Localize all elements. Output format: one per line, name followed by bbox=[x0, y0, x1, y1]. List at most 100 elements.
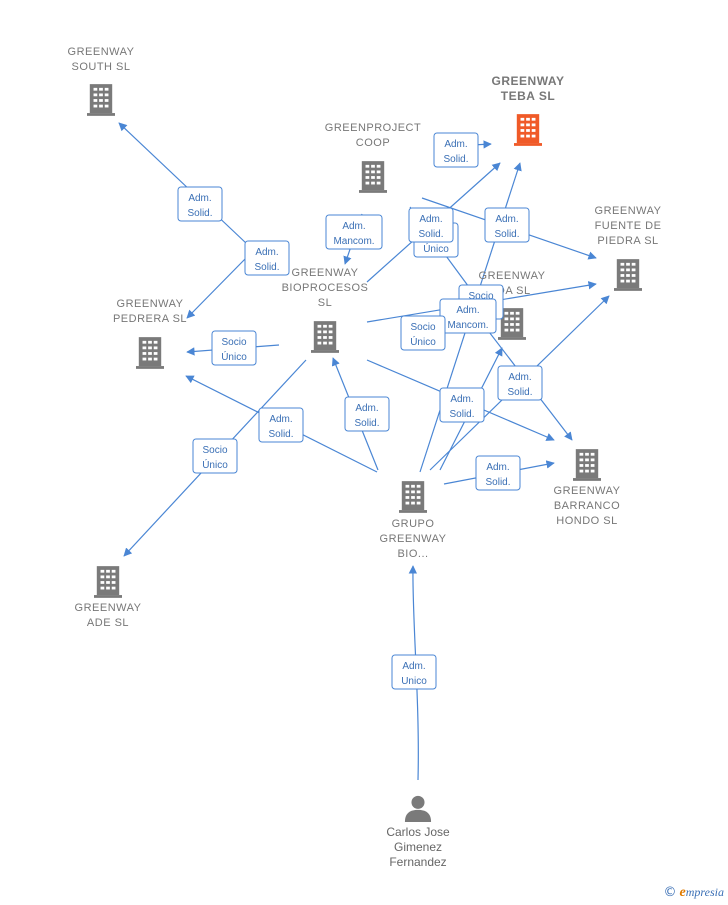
node-label-line: GREENWAY bbox=[479, 270, 546, 282]
badge-label: Adm. bbox=[269, 414, 292, 425]
badge-label: Solid. bbox=[494, 229, 519, 240]
node-label-line: GREENWAY bbox=[595, 205, 662, 217]
node-label-line: SOUTH SL bbox=[71, 61, 130, 73]
relationship-badge[interactable]: Adm.Mancom. bbox=[439, 298, 497, 334]
node-label-line: GREENWAY bbox=[68, 46, 135, 58]
node-pedrera[interactable]: GREENWAY PEDRERA SL bbox=[113, 298, 187, 369]
edge-arrow bbox=[186, 256, 248, 319]
badge-label: Único bbox=[423, 242, 449, 255]
building-icon bbox=[514, 114, 542, 146]
badge-label: Solid. bbox=[254, 262, 279, 273]
relationship-badge[interactable]: Adm. Solid. bbox=[177, 186, 223, 222]
relationship-badge[interactable]: Adm.Solid. bbox=[497, 365, 543, 401]
badge-label: Solid. bbox=[187, 208, 212, 219]
badge-box bbox=[258, 407, 304, 443]
relationship-badges: Adm.Solid.Adm.Solid.Adm.Solid.Adm.Mancom… bbox=[177, 132, 543, 690]
relationship-badge[interactable]: Adm. Solid. bbox=[344, 396, 390, 432]
building-icon bbox=[311, 321, 339, 353]
badge-box bbox=[344, 396, 390, 432]
badge-label: Único bbox=[202, 458, 228, 471]
relationship-badge[interactable]: Adm. Solid. bbox=[433, 132, 479, 168]
badge-label: Adm. bbox=[188, 193, 211, 204]
relationship-badge[interactable]: Adm.Mancom. bbox=[325, 214, 383, 250]
node-coop[interactable]: GREENPROJECT COOP bbox=[325, 122, 421, 193]
node-label-line: GREENWAY bbox=[117, 298, 184, 310]
badge-label: Solid. bbox=[449, 409, 474, 420]
badge-label: Solid. bbox=[507, 387, 532, 398]
empresia-watermark: ©empresia bbox=[664, 885, 724, 901]
building-icon bbox=[136, 337, 164, 369]
badge-label: Solid. bbox=[354, 418, 379, 429]
badge-label: Único bbox=[221, 350, 247, 363]
node-label-line: BIOPROCESOS bbox=[282, 282, 369, 294]
badge-box bbox=[400, 315, 446, 351]
edge-arrow bbox=[118, 122, 248, 245]
badge-label: Mancom. bbox=[333, 236, 374, 247]
badge-box bbox=[408, 207, 454, 243]
building-icon bbox=[573, 449, 601, 481]
badge-box bbox=[433, 132, 479, 168]
badge-label: Adm. bbox=[355, 403, 378, 414]
node-label-line: GREENWAY bbox=[492, 74, 565, 88]
building-icon bbox=[399, 481, 427, 513]
badge-box bbox=[211, 330, 257, 366]
badge-label: Único bbox=[410, 335, 436, 348]
relationship-badge[interactable]: Adm. Solid. bbox=[475, 455, 521, 491]
badge-box bbox=[475, 455, 521, 491]
node-label-line: FUENTE DE bbox=[595, 220, 662, 232]
relationship-badge[interactable]: Adm. Solid. bbox=[408, 207, 454, 243]
badge-box bbox=[177, 186, 223, 222]
badge-label: Adm. bbox=[419, 214, 442, 225]
copyright-icon: © bbox=[663, 885, 677, 900]
badge-label: Solid. bbox=[443, 154, 468, 165]
node-label-line: COOP bbox=[356, 137, 390, 149]
badge-label: Unico bbox=[401, 676, 427, 687]
node-label-line: GREENPROJECT bbox=[325, 122, 421, 134]
node-label-line: Fernandez bbox=[389, 855, 446, 869]
badge-label: Adm. bbox=[402, 661, 425, 672]
badge-label: Adm. bbox=[486, 462, 509, 473]
node-label-line: TEBA SL bbox=[501, 89, 555, 103]
badge-box bbox=[192, 438, 238, 474]
node-label-line: Carlos Jose bbox=[386, 825, 450, 839]
relationship-badge[interactable]: Adm. Solid. bbox=[439, 387, 485, 423]
relationship-badge[interactable]: Adm.Solid. bbox=[244, 240, 290, 276]
node-label-line: Gimenez bbox=[394, 840, 442, 854]
badge-label: Solid. bbox=[268, 429, 293, 440]
relationship-badge[interactable]: Adm. Solid. bbox=[258, 407, 304, 443]
badge-box bbox=[497, 365, 543, 401]
node-label-line: HONDO SL bbox=[556, 515, 617, 527]
node-label-line: BIO... bbox=[397, 548, 428, 560]
badge-label: Socio bbox=[221, 337, 246, 348]
building-icon bbox=[87, 84, 115, 116]
badge-label: Socio bbox=[202, 445, 227, 456]
badge-label: Adm. bbox=[450, 394, 473, 405]
node-label-line: GREENWAY bbox=[554, 485, 621, 497]
person-icon bbox=[404, 795, 432, 822]
brand-name: mpresia bbox=[685, 885, 724, 899]
node-label-line: GRUPO bbox=[392, 518, 435, 530]
node-label-line: PEDRERA SL bbox=[113, 313, 187, 325]
badge-label: Adm. bbox=[444, 139, 467, 150]
badge-label: Mancom. bbox=[447, 320, 488, 331]
brand-initial: e bbox=[679, 885, 686, 900]
badge-box bbox=[439, 387, 485, 423]
node-grupo[interactable]: GRUPOGREENWAYBIO... bbox=[380, 481, 447, 560]
building-icon bbox=[94, 566, 122, 598]
relationship-badge[interactable]: Adm.Solid. bbox=[484, 207, 530, 243]
node-label-line: GREENWAY bbox=[75, 602, 142, 614]
badge-label: Solid. bbox=[418, 229, 443, 240]
badge-label: Solid. bbox=[485, 477, 510, 488]
node-south[interactable]: GREENWAY SOUTH SL bbox=[68, 46, 135, 116]
relationship-badge[interactable]: Adm. Unico bbox=[391, 654, 437, 690]
